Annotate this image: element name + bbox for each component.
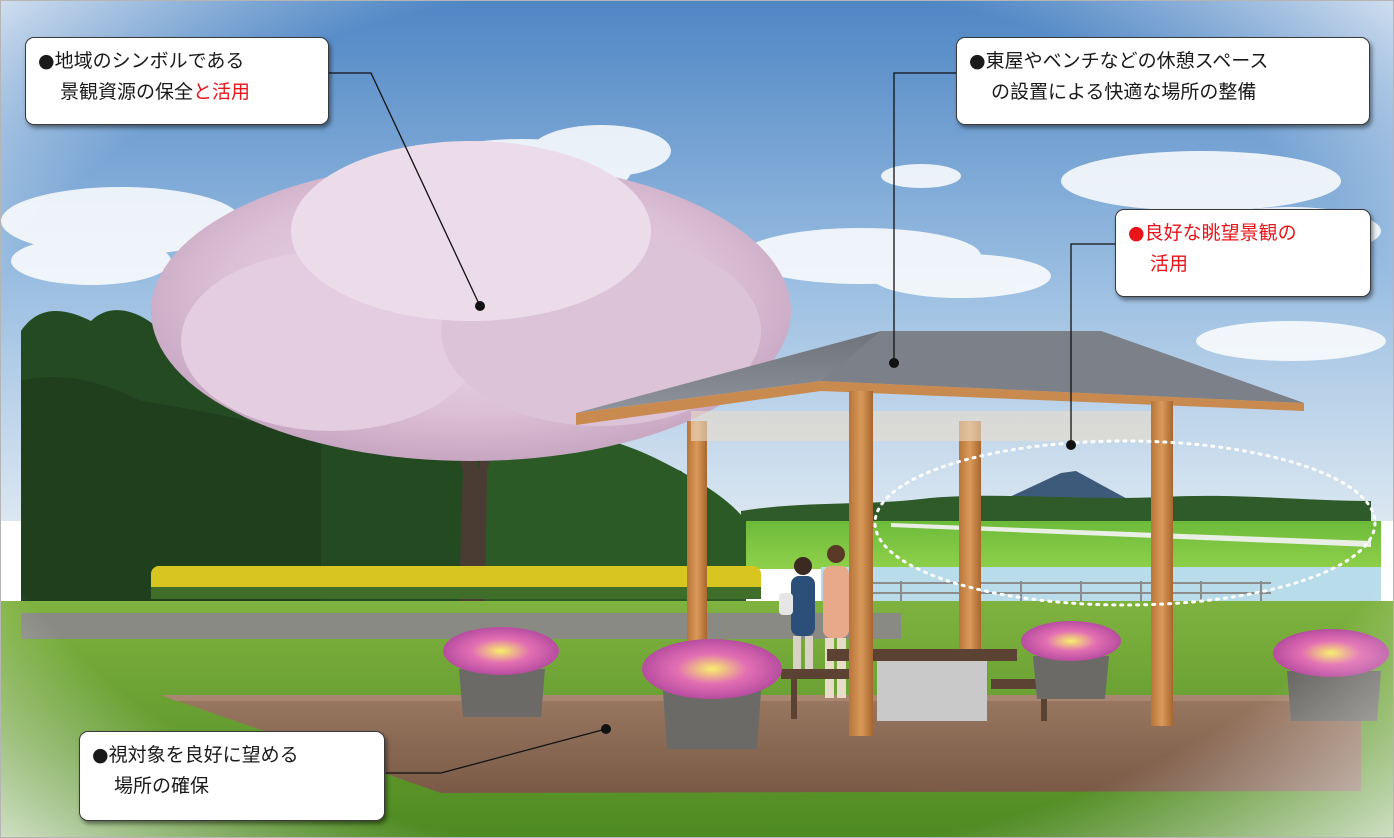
bullet-icon: ● bbox=[969, 50, 986, 72]
callout-view-line2: 活用 bbox=[1150, 253, 1189, 275]
callout-viewpoint: ●視対象を良好に望める 場所の確保 bbox=[79, 731, 385, 821]
bullet-icon: ● bbox=[92, 744, 109, 766]
callout-landmark-line1: ●地域のシンボルである bbox=[38, 50, 245, 72]
callout-rest-area: ●東屋やベンチなどの休憩スペース の設置による快適な場所の整備 bbox=[956, 37, 1370, 125]
bullet-icon: ● bbox=[1128, 222, 1145, 244]
callout-viewpoint-line1: ●視対象を良好に望める bbox=[92, 744, 299, 766]
callout-rest-area-line2: の設置による快適な場所の整備 bbox=[991, 81, 1257, 103]
bullet-icon: ● bbox=[38, 50, 55, 72]
callout-landmark: ●地域のシンボルである 景観資源の保全と活用 bbox=[25, 37, 329, 125]
callout-landmark-line2: 景観資源の保全と活用 bbox=[60, 81, 251, 103]
callout-view-line1: ●良好な眺望景観の bbox=[1128, 222, 1297, 244]
callout-rest-area-line1: ●東屋やベンチなどの休憩スペース bbox=[969, 50, 1269, 72]
callout-view: ●良好な眺望景観の 活用 bbox=[1115, 209, 1371, 297]
callout-viewpoint-line2: 場所の確保 bbox=[114, 775, 210, 797]
